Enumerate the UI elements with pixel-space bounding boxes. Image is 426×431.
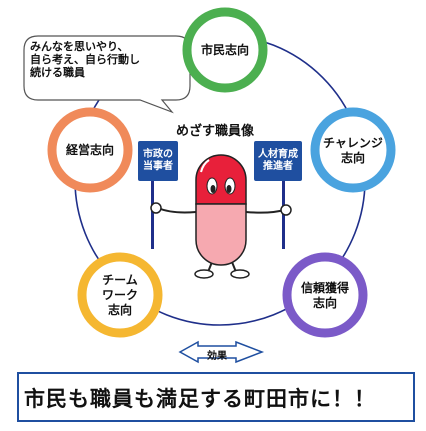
- capsule-mascot: [150, 154, 292, 279]
- node-management: [47, 107, 133, 193]
- node-label-challenge: チャレンジ 志向: [323, 136, 383, 165]
- center-title: めざす職員像: [175, 124, 254, 139]
- sign-left-text: 市政の 当事者: [143, 149, 173, 172]
- result-text: 市民も職員も満足する町田市に！！: [24, 387, 376, 411]
- node-label-management: 経営志向: [65, 143, 114, 157]
- node-citizen: [182, 7, 268, 93]
- node-trust: [282, 252, 368, 338]
- sign-right-text: 人材育成 推進者: [258, 149, 298, 172]
- node-challenge: [310, 107, 396, 193]
- speech-bubble-text: みんなを思いやり、 自ら考え、自ら行動し 続ける職員: [30, 40, 140, 79]
- node-teamwork: [77, 252, 163, 338]
- node-label-trust: 信頼獲得 志向: [300, 281, 349, 310]
- node-label-teamwork: チーム ワーク 志向: [101, 273, 138, 317]
- effect-arrow: [178, 340, 265, 364]
- node-label-citizen: 市民志向: [200, 43, 249, 57]
- sign-left: [138, 141, 178, 249]
- result-box: [17, 372, 415, 422]
- effect-label: 効果: [207, 351, 227, 362]
